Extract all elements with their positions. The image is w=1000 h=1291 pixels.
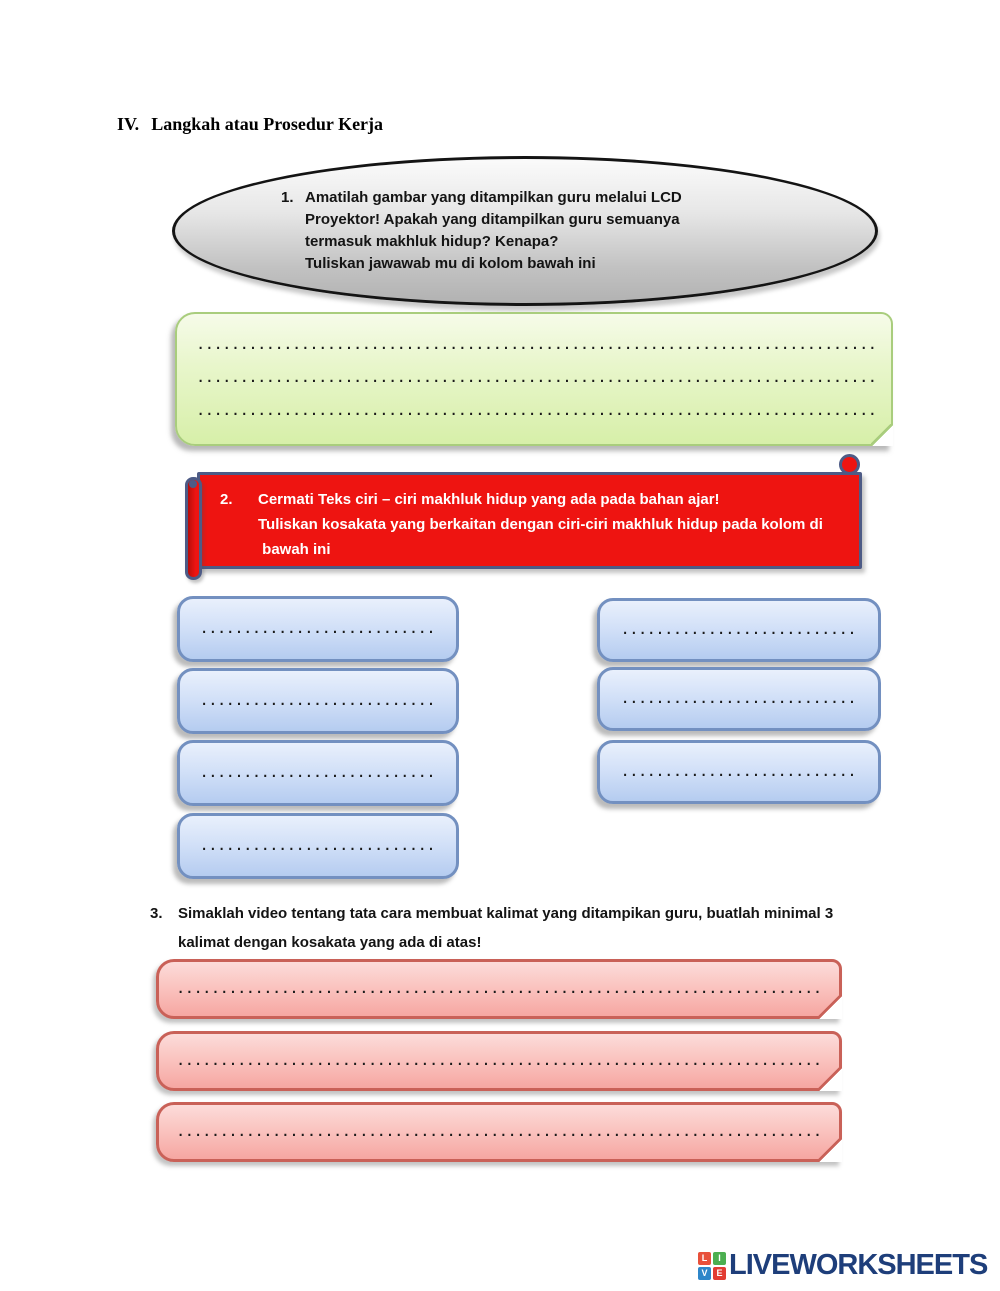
answer-line[interactable]: ........................................… bbox=[200, 839, 436, 853]
step2-number: 2. bbox=[220, 491, 233, 508]
step1-answer-box[interactable]: ........................................… bbox=[175, 312, 893, 446]
vocab-box-right-3[interactable]: ........................................… bbox=[597, 740, 881, 804]
step1-instruction-text: 1. Amatilah gambar yang ditampilkan guru… bbox=[281, 187, 735, 275]
page-title-label: Langkah atau Prosedur Kerja bbox=[151, 114, 384, 134]
sentence-box-2[interactable]: ........................................… bbox=[156, 1031, 842, 1091]
logo-tile-i: I bbox=[713, 1251, 726, 1265]
logo-tile-v: V bbox=[698, 1266, 711, 1280]
vocab-box-left-2[interactable]: ........................................… bbox=[177, 668, 459, 734]
step3-number: 3. bbox=[150, 905, 163, 922]
answer-line[interactable]: ........................................… bbox=[177, 982, 821, 996]
answer-line[interactable]: ........................................… bbox=[200, 694, 436, 708]
page-title: IV. Langkah atau Prosedur Kerja bbox=[117, 114, 383, 135]
liveworksheets-tiles-icon: L I V E bbox=[698, 1251, 726, 1280]
step2-instruction-banner: 2. Cermati Teks ciri – ciri makhluk hidu… bbox=[185, 452, 880, 584]
answer-line[interactable]: ........................................… bbox=[621, 692, 857, 706]
sentence-box-1[interactable]: ........................................… bbox=[156, 959, 842, 1019]
answer-line[interactable]: ........................................… bbox=[197, 404, 875, 418]
step2-text: Cermati Teks ciri – ciri makhluk hidup y… bbox=[258, 491, 823, 558]
vocab-box-right-1[interactable]: ........................................… bbox=[597, 598, 881, 662]
scroll-knob-icon bbox=[189, 480, 197, 488]
vocab-box-left-3[interactable]: ........................................… bbox=[177, 740, 459, 806]
answer-line[interactable]: ........................................… bbox=[177, 1125, 821, 1139]
answer-line[interactable]: ........................................… bbox=[200, 622, 436, 636]
liveworksheets-logo[interactable]: L I V E LIVEWORKSHEETS bbox=[698, 1249, 988, 1282]
vocab-box-left-4[interactable]: ........................................… bbox=[177, 813, 459, 879]
step3-instruction-text: 3. Simaklah video tentang tata cara memb… bbox=[150, 899, 918, 957]
answer-line[interactable]: ........................................… bbox=[177, 1054, 821, 1068]
page-title-number: IV. bbox=[117, 114, 140, 134]
answer-line[interactable]: ........................................… bbox=[200, 766, 436, 780]
step3-text: Simaklah video tentang tata cara membuat… bbox=[178, 905, 834, 951]
scroll-roll-icon bbox=[185, 477, 202, 580]
step1-instruction-ellipse: 1. Amatilah gambar yang ditampilkan guru… bbox=[172, 156, 878, 306]
step2-instruction-text: 2. Cermati Teks ciri – ciri makhluk hidu… bbox=[220, 487, 828, 562]
step2-banner-body: 2. Cermati Teks ciri – ciri makhluk hidu… bbox=[197, 472, 862, 569]
vocab-box-left-1[interactable]: ........................................… bbox=[177, 596, 459, 662]
step1-number: 1. bbox=[281, 189, 294, 206]
sentence-box-3[interactable]: ........................................… bbox=[156, 1102, 842, 1162]
answer-line[interactable]: ........................................… bbox=[621, 623, 857, 637]
logo-tile-e: E bbox=[713, 1266, 726, 1280]
answer-line[interactable]: ........................................… bbox=[621, 765, 857, 779]
answer-line[interactable]: ........................................… bbox=[197, 371, 875, 385]
step1-text: Amatilah gambar yang ditampilkan guru me… bbox=[305, 189, 682, 272]
logo-tile-l: L bbox=[698, 1251, 711, 1265]
answer-line[interactable]: ........................................… bbox=[197, 338, 875, 352]
liveworksheets-brand-text: LIVEWORKSHEETS bbox=[729, 1249, 988, 1281]
vocab-box-right-2[interactable]: ........................................… bbox=[597, 667, 881, 731]
